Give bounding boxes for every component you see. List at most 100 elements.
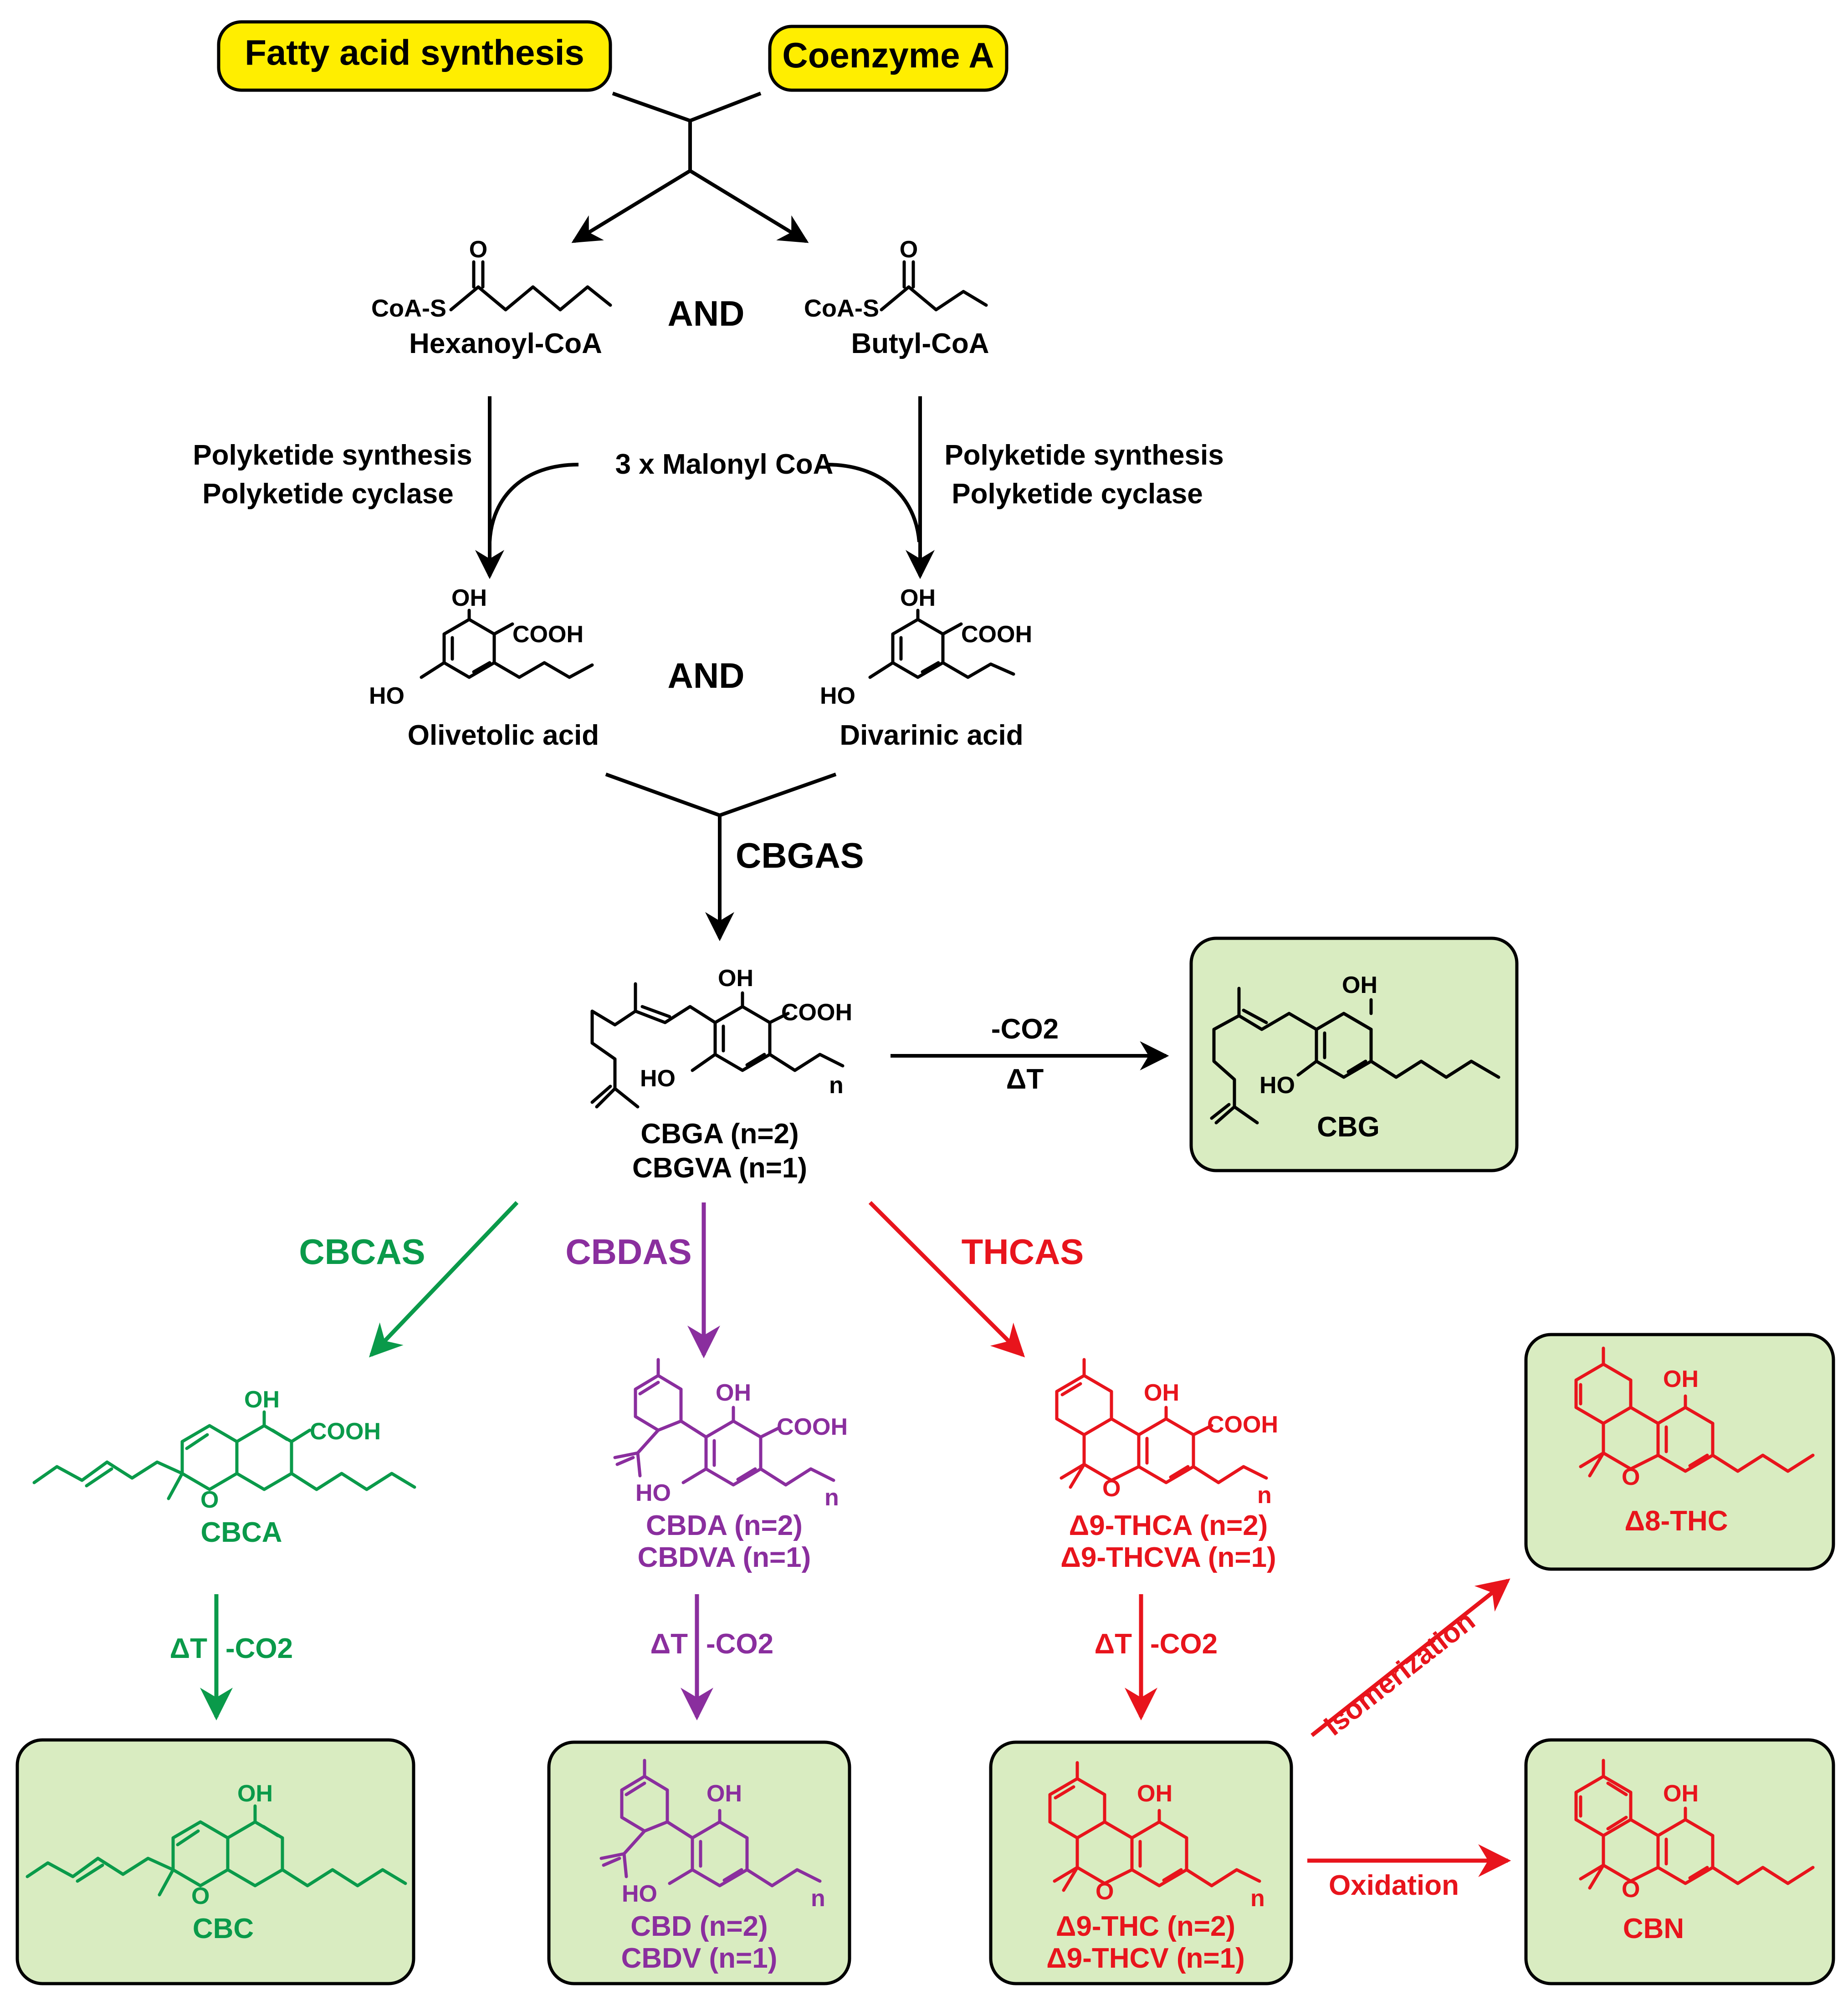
arrow-to-hexanoyl-coa xyxy=(571,169,691,243)
cbda-name: CBDA (n=2) xyxy=(646,1510,803,1541)
cbg-oh: OH xyxy=(1342,972,1377,998)
olivetolic-oh: OH xyxy=(451,585,487,611)
cbda-cooh: COOH xyxy=(777,1414,848,1440)
divarinic-ho: HO xyxy=(820,683,855,709)
cbga-oh: OH xyxy=(718,965,753,992)
butyl-coa-molecule xyxy=(880,260,988,312)
cbdas-enzyme-label: CBDAS xyxy=(565,1232,691,1272)
cbca-name: CBCA xyxy=(200,1517,282,1548)
arrow-cbcas xyxy=(369,1201,519,1358)
cbg-name: CBG xyxy=(1317,1111,1380,1143)
green-decarb-co2: -CO2 xyxy=(225,1633,293,1664)
polyketide-right-line2: Polyketide cyclase xyxy=(952,478,1203,510)
butyl-coa-oxygen: O xyxy=(900,236,918,263)
cbc-name: CBC xyxy=(193,1913,254,1944)
cbc-product-box xyxy=(15,1738,415,1985)
olivetolic-acid-molecule xyxy=(420,609,594,679)
divarinic-cooh: COOH xyxy=(961,621,1032,648)
cbca-oh: OH xyxy=(244,1386,280,1413)
d8-thc-oh: OH xyxy=(1663,1366,1699,1392)
cbda-oh: OH xyxy=(716,1380,751,1406)
cbg-decarb-co2: -CO2 xyxy=(991,1013,1059,1045)
cbg-decarb-heat: ΔT xyxy=(1006,1064,1044,1095)
cbc-o: O xyxy=(191,1883,210,1909)
hexanoyl-coa-oxygen: O xyxy=(469,236,487,263)
cbdva-name: CBDVA (n=1) xyxy=(638,1542,811,1573)
cbd-name: CBD (n=2) xyxy=(630,1911,768,1942)
polyketide-right-line1: Polyketide synthesis xyxy=(944,440,1223,471)
cbn-product-box xyxy=(1524,1738,1835,1985)
cbd-n: n xyxy=(811,1885,825,1912)
cbca-o: O xyxy=(200,1487,219,1513)
start-merge-connector xyxy=(612,92,762,171)
cbd-oh: OH xyxy=(706,1780,742,1807)
coenzyme-a-node: Coenzyme A xyxy=(768,25,1008,92)
cbga-cooh: COOH xyxy=(781,999,852,1026)
cbcas-enzyme-label: CBCAS xyxy=(299,1232,425,1272)
thca-cooh: COOH xyxy=(1207,1412,1278,1438)
cbda-ho: HO xyxy=(635,1480,671,1506)
hexanoyl-coa-molecule xyxy=(449,260,612,312)
malonyl-curve-left xyxy=(488,463,579,542)
thc-n: n xyxy=(1250,1885,1265,1912)
cbd-product-box xyxy=(547,1740,851,1985)
red-decarb-co2: -CO2 xyxy=(1150,1628,1218,1660)
cbgva-name: CBGVA (n=1) xyxy=(632,1152,807,1184)
green-decarb-heat: ΔT xyxy=(170,1633,208,1664)
thcas-enzyme-label: THCAS xyxy=(962,1232,1084,1272)
arrow-to-butyl-coa xyxy=(689,169,809,243)
red-decarb-heat: ΔT xyxy=(1095,1628,1132,1660)
and-label-acids: AND xyxy=(668,655,745,696)
thc-o: O xyxy=(1095,1878,1114,1905)
butyl-coa-group: CoA-S xyxy=(804,295,879,322)
polyketide-left-line2: Polyketide cyclase xyxy=(202,478,453,510)
arrow-thcas xyxy=(868,1201,1025,1358)
fatty-acid-synthesis-node: Fatty acid synthesis xyxy=(217,20,612,92)
d8-thc-product-box xyxy=(1524,1333,1835,1571)
cbg-product-box xyxy=(1189,936,1519,1172)
isomerization-label: Isomerization xyxy=(1318,1605,1481,1742)
cbdv-name: CBDV (n=1) xyxy=(621,1943,778,1974)
cbda-molecule xyxy=(613,1358,835,1487)
hexanoyl-coa-group: CoA-S xyxy=(371,295,446,322)
oxidation-label: Oxidation xyxy=(1329,1870,1459,1901)
cbd-ho: HO xyxy=(622,1881,657,1907)
olivetolic-ho: HO xyxy=(369,683,404,709)
thc-oh: OH xyxy=(1137,1780,1172,1807)
cbga-ho: HO xyxy=(640,1065,676,1092)
thc-product-box xyxy=(989,1740,1293,1985)
thcva-name: Δ9-THCVA (n=1) xyxy=(1060,1542,1276,1573)
cbn-name: CBN xyxy=(1623,1913,1684,1944)
cbn-oh: OH xyxy=(1663,1780,1699,1807)
butyl-coa-name: Butyl-CoA xyxy=(851,328,989,359)
thcv-name: Δ9-THCV (n=1) xyxy=(1046,1943,1245,1974)
divarinic-acid-molecule xyxy=(868,609,1015,679)
thca-n: n xyxy=(1257,1482,1272,1509)
cbc-oh: OH xyxy=(237,1780,273,1807)
hexanoyl-coa-name: Hexanoyl-CoA xyxy=(409,328,602,359)
thc-name: Δ9-THC (n=2) xyxy=(1056,1911,1235,1942)
coenzyme-a-label: Coenzyme A xyxy=(782,35,994,75)
and-label-precursors: AND xyxy=(668,293,745,333)
polyketide-left-line1: Polyketide synthesis xyxy=(193,440,472,471)
cbga-n: n xyxy=(829,1072,844,1099)
thca-o: O xyxy=(1102,1475,1121,1502)
divarinic-oh: OH xyxy=(900,585,936,611)
d8-thc-name: Δ8-THC xyxy=(1624,1505,1728,1537)
cbga-molecule xyxy=(590,982,845,1109)
cbda-n: n xyxy=(824,1484,839,1511)
arrow-isomerization xyxy=(1310,1578,1510,1737)
olivetolic-cooh: COOH xyxy=(512,621,584,648)
cbca-cooh: COOH xyxy=(310,1418,381,1445)
thca-name: Δ9-THCA (n=2) xyxy=(1069,1510,1268,1541)
cbgas-enzyme-label: CBGAS xyxy=(736,835,864,875)
d8-thc-o: O xyxy=(1622,1464,1640,1490)
cbca-molecule xyxy=(32,1410,416,1500)
acids-merge-connector xyxy=(605,772,837,818)
purple-decarb-heat: ΔT xyxy=(650,1628,688,1660)
thca-molecule xyxy=(1055,1358,1268,1489)
divarinic-acid-name: Divarinic acid xyxy=(840,720,1023,751)
cbg-ho: HO xyxy=(1259,1072,1295,1099)
